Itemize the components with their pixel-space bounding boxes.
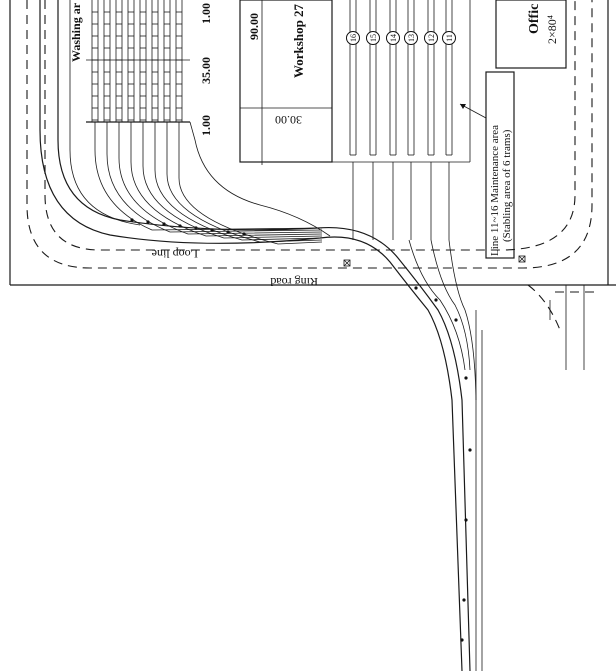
stabling-area-label: (Stabling area of 6 trams) xyxy=(501,129,513,242)
signal-dot xyxy=(468,448,472,452)
dimension-label-35: 35.00 xyxy=(199,57,213,84)
throat-lead xyxy=(408,239,466,371)
ring-road-path xyxy=(26,0,600,331)
dimension-label-1-top: 1.00 xyxy=(199,3,213,24)
track-number-label: 13 xyxy=(407,34,416,42)
dimension-label-1-bottom: 1.00 xyxy=(199,115,213,136)
fan-track xyxy=(189,121,331,237)
dimension-label-30: 30.00 xyxy=(275,113,302,127)
throat-lead xyxy=(430,239,471,371)
track-number-circle xyxy=(442,31,456,45)
track-number-circle xyxy=(424,31,438,45)
dimension-label-90: 90.00 xyxy=(247,13,261,40)
ring-road-label: Ring road xyxy=(270,275,318,289)
fan-tracks xyxy=(69,0,331,245)
office-size-label: 2×80⁴ xyxy=(545,15,559,44)
fan-track xyxy=(142,122,323,239)
fan-track xyxy=(178,122,323,245)
signal-dot xyxy=(462,598,466,602)
text-labels: Washing ar 1.00 35.00 1.00 90.00 Worksho… xyxy=(69,2,559,289)
fan-track xyxy=(118,122,323,235)
signal-dot xyxy=(226,230,230,234)
signal-dot xyxy=(434,298,438,302)
signal-dot xyxy=(454,318,458,322)
fan-track xyxy=(94,122,323,231)
loop-line-track xyxy=(39,0,471,671)
throat-lead xyxy=(448,239,477,401)
maintenance-tracks xyxy=(349,0,483,671)
track-number-circle xyxy=(386,31,400,45)
track-number-circle xyxy=(404,31,418,45)
fan-track xyxy=(130,122,323,237)
maintenance-area-label: Line 11~16 Maintenance area xyxy=(489,125,501,256)
survey-marker xyxy=(343,255,526,267)
fan-track xyxy=(154,122,323,241)
signal-dot xyxy=(162,222,166,226)
signal-dot xyxy=(464,376,468,380)
signal-dot xyxy=(146,220,150,224)
signal-dot xyxy=(242,232,246,236)
signal-dot xyxy=(460,638,464,642)
washing-area-tracks xyxy=(86,0,190,123)
signal-dot xyxy=(464,518,468,522)
track-number-circle xyxy=(366,31,380,45)
loop-line-label: Loop line xyxy=(152,247,198,261)
track-numbers: 16 15 14 13 12 11 xyxy=(346,31,456,45)
workshop-building xyxy=(239,0,471,165)
access-road xyxy=(549,285,585,370)
fan-track xyxy=(166,122,323,243)
track-number-label: 12 xyxy=(427,34,436,42)
signal-dot xyxy=(414,286,418,290)
fan-track xyxy=(106,122,323,233)
fan-track xyxy=(69,0,141,226)
office-building xyxy=(495,0,567,69)
track-number-circle xyxy=(346,31,360,45)
maintenance-area-box xyxy=(485,71,515,259)
workshop-label: Workshop 27 xyxy=(291,3,306,78)
track-number-label: 11 xyxy=(445,34,454,42)
washing-area-label: Washing ar xyxy=(69,2,83,62)
leader-arrow xyxy=(459,103,487,119)
track-number-label: 15 xyxy=(369,34,378,42)
track-number-label: 16 xyxy=(349,34,358,42)
signal-dot xyxy=(130,218,134,222)
office-label: Offic xyxy=(527,4,542,34)
track-number-label: 14 xyxy=(389,34,398,42)
depot-boundary xyxy=(9,0,616,286)
